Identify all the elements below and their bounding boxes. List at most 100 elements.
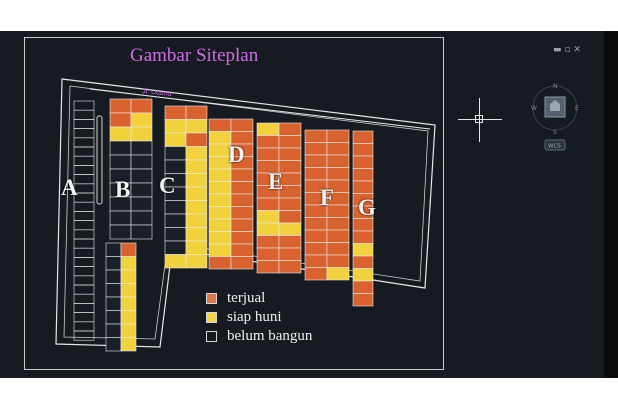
block-a-lot xyxy=(73,211,95,221)
legend-swatch-siap-huni xyxy=(206,312,217,323)
block-c-lot xyxy=(185,173,208,188)
block-a-lot xyxy=(73,109,95,120)
block-d-lot xyxy=(208,231,232,245)
block-d-lot xyxy=(208,243,232,257)
window-controls[interactable]: ▬ ▫ ✕ xyxy=(553,45,581,55)
block-g-lot xyxy=(352,180,374,194)
block-g-lot xyxy=(352,155,374,169)
block-h-lot xyxy=(120,296,137,311)
block-b-lot xyxy=(130,210,153,226)
block-a-lot xyxy=(73,137,95,148)
block-h-lot xyxy=(105,283,122,298)
block-c-lot xyxy=(185,227,208,242)
block-f-lot xyxy=(304,129,328,143)
svg-text:E: E xyxy=(575,105,579,112)
block-b-lot xyxy=(109,210,132,226)
block-c-lot xyxy=(185,200,208,215)
block-g-lot xyxy=(352,230,374,244)
block-d-lot xyxy=(230,206,254,220)
block-d-lot xyxy=(230,218,254,232)
block-b-lot xyxy=(130,224,153,240)
block-f-lot xyxy=(304,142,328,156)
block-d-lot xyxy=(230,256,254,270)
legend-swatch-belum-bangun xyxy=(206,331,217,342)
block-c-lot xyxy=(164,240,187,255)
block-e-lot xyxy=(256,260,280,274)
svg-text:S: S xyxy=(553,129,557,136)
block-c-lot xyxy=(185,254,208,269)
block-c-lot xyxy=(164,200,187,215)
block-h-lot xyxy=(105,256,122,271)
block-h-lot xyxy=(105,269,122,284)
block-b-lot xyxy=(130,154,153,170)
block-a-lot xyxy=(73,128,95,139)
drawing-title: Gambar Siteplan xyxy=(130,45,259,66)
block-a-lot xyxy=(73,238,95,249)
legend-item-siap-huni: siap huni xyxy=(206,308,312,327)
block-a-lot xyxy=(73,165,95,175)
block-a-lot xyxy=(73,275,95,286)
block-f-lot xyxy=(304,154,328,168)
block-c-lot xyxy=(164,159,187,174)
block-h-lot xyxy=(120,283,137,298)
block-h-lot xyxy=(120,242,137,257)
block-e-lot xyxy=(278,260,302,274)
block-a-lot xyxy=(73,119,95,129)
block-a-lot xyxy=(73,321,95,332)
block-e-lot xyxy=(278,122,302,136)
block-c-lot xyxy=(164,254,187,269)
block-e-lot xyxy=(278,247,302,261)
block-b-lot xyxy=(130,112,153,128)
siteplan-drawing: Jl. Utama xyxy=(55,78,436,352)
block-h-lot xyxy=(120,269,137,284)
block-g-lot xyxy=(352,243,374,257)
block-h-lot xyxy=(105,337,122,352)
block-f-lot xyxy=(326,254,350,268)
block-e-lot xyxy=(256,235,280,249)
block-label-b: B xyxy=(115,177,131,202)
block-a-lot xyxy=(73,220,95,231)
cad-viewport[interactable]: Gambar Siteplan Jl. Utama A B C D E F G … xyxy=(0,31,618,378)
block-a-lot xyxy=(73,293,95,304)
block-a-lot xyxy=(73,284,95,295)
block-c-lot xyxy=(185,119,208,134)
legend-label: terjual xyxy=(227,290,266,306)
block-c-lot xyxy=(164,132,187,147)
block-e-lot xyxy=(256,147,280,161)
block-c-lot xyxy=(185,132,208,147)
block-a-lot xyxy=(73,312,95,323)
legend-swatch-terjual xyxy=(206,293,217,304)
block-g-lot xyxy=(352,268,374,282)
block-e-lot xyxy=(256,122,280,136)
block-f-lot xyxy=(326,167,350,181)
block-c-lot xyxy=(164,213,187,228)
block-e-lot xyxy=(256,135,280,149)
svg-text:W: W xyxy=(531,105,537,112)
block-e-lot xyxy=(278,222,302,236)
block-f-lot xyxy=(326,242,350,256)
block-a-lot xyxy=(73,257,95,267)
block-a-lots xyxy=(73,100,95,341)
block-label-e: E xyxy=(268,169,284,194)
block-d-lot xyxy=(230,243,254,257)
block-b-lot xyxy=(130,140,153,156)
block-c-lot xyxy=(185,159,208,174)
block-f-lot xyxy=(304,229,328,243)
block-e-lot xyxy=(256,222,280,236)
viewcube-icon[interactable]: N W E S WCS xyxy=(525,78,585,158)
block-a-lot xyxy=(73,146,95,157)
block-h-lot xyxy=(105,242,122,257)
block-d-lot xyxy=(208,118,232,132)
block-g-lot xyxy=(352,130,374,144)
block-e-lot xyxy=(256,210,280,224)
block-a-lot xyxy=(73,330,95,341)
block-f-lot xyxy=(326,129,350,143)
block-d-lot xyxy=(230,231,254,245)
block-b-lot xyxy=(109,140,132,156)
monitor-bezel xyxy=(604,31,618,378)
drawing-frame xyxy=(24,37,444,370)
block-b-lot xyxy=(130,98,153,114)
legend-label: siap huni xyxy=(227,309,282,325)
block-g-lot xyxy=(352,143,374,157)
block-e-lot xyxy=(278,235,302,249)
